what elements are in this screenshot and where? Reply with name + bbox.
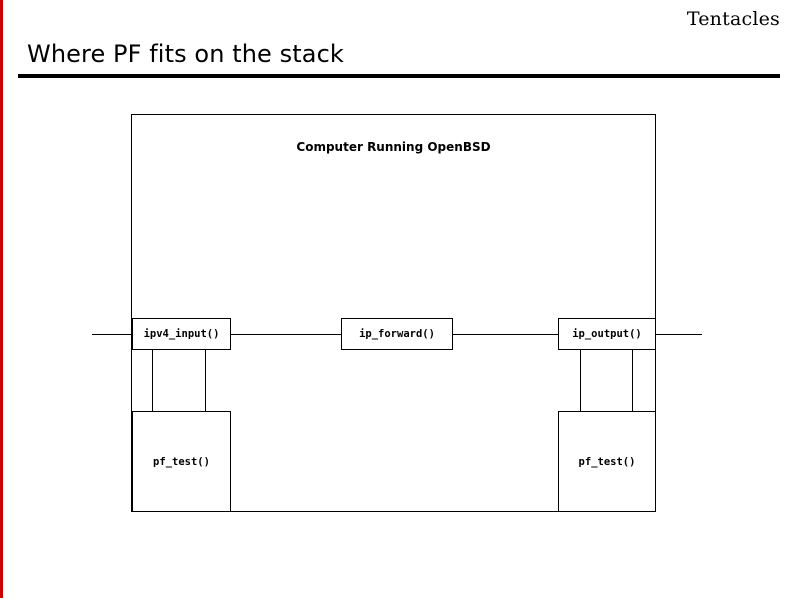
page-title: Where PF fits on the stack: [27, 40, 344, 68]
node-ipv4-input: ipv4_input(): [132, 318, 231, 350]
node-pf-test-right: pf_test(): [558, 411, 656, 512]
wire-forward-to-output: [453, 334, 559, 335]
connector-right-down: [580, 350, 581, 412]
wire-input-to-forward: [231, 334, 342, 335]
wire-inbound: [92, 334, 133, 335]
node-pf-test-left: pf_test(): [132, 411, 231, 512]
connector-left-down: [152, 350, 153, 412]
wire-outbound: [656, 334, 702, 335]
slide-corner-label: Tentacles: [686, 8, 780, 30]
node-ip-forward: ip_forward(): [341, 318, 453, 350]
computer-boundary-box: [131, 114, 656, 512]
left-accent-bar: [0, 0, 3, 598]
title-divider: [18, 74, 780, 78]
computer-boundary-label: Computer Running OpenBSD: [296, 140, 491, 154]
node-ip-output: ip_output(): [558, 318, 656, 350]
connector-right-up: [632, 350, 633, 412]
connector-left-up: [205, 350, 206, 412]
